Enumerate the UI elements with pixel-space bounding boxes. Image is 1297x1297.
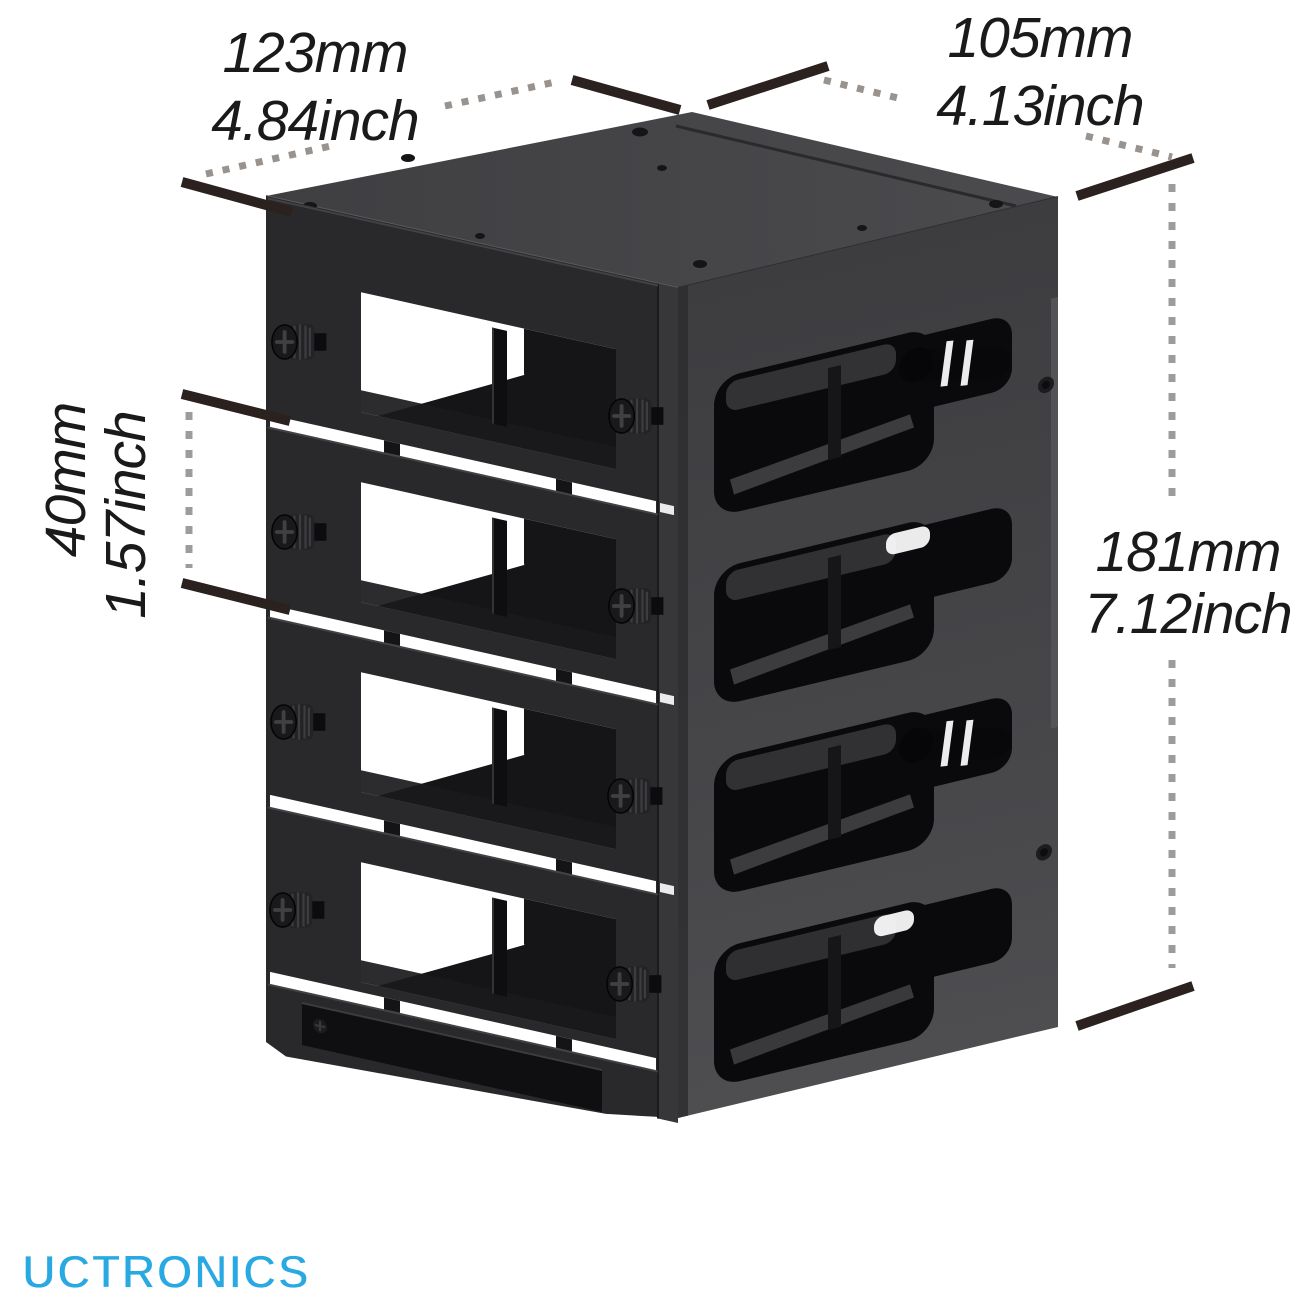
height-inch-label: 7.12inch (1084, 582, 1292, 646)
band-fold-highlights (268, 197, 658, 1073)
standoff-post (492, 327, 507, 427)
dim-tick (1075, 981, 1195, 1031)
dim-dash-line (444, 77, 561, 110)
dimension-pitch: 40mm 1.57inch (34, 389, 292, 619)
width-inch-label: 4.84inch (211, 89, 419, 153)
dimension-width: 123mm 4.84inch (180, 21, 682, 217)
dimension-height: 181mm 7.12inch (1075, 184, 1293, 1031)
right-cutout-row-2 (714, 508, 1012, 702)
dim-tick (180, 578, 292, 615)
width-mm-label: 123mm (222, 21, 407, 85)
tray-slot-3 (361, 672, 616, 850)
dim-tick (570, 75, 682, 115)
depth-inch-label: 4.13inch (936, 74, 1144, 138)
dim-dash-line (205, 141, 336, 178)
side-screw-hole-center (1042, 380, 1050, 389)
through-hole-highlight (886, 526, 930, 555)
standoff-post (492, 517, 507, 617)
dim-tick (180, 177, 294, 217)
standoff-post (492, 707, 507, 807)
rear-edge-highlight (1051, 296, 1058, 729)
rack-render (265, 112, 1059, 1124)
base-recess-panel (302, 1003, 602, 1113)
rack-right-face (678, 196, 1058, 1118)
pitch-inch-label: 1.57inch (94, 411, 158, 619)
dim-tick (1075, 153, 1195, 201)
base-tray (302, 1002, 602, 1113)
dim-tick (706, 61, 830, 110)
dimension-depth: 105mm 4.13inch (706, 6, 1195, 201)
dim-dash-line (1085, 132, 1173, 161)
height-mm-label: 181mm (1095, 520, 1280, 584)
top-front-left-edge (265, 195, 679, 289)
right-cutout-row-1 (714, 318, 1012, 512)
tray-slot-1 (361, 292, 616, 470)
tray-slot-4 (361, 862, 616, 1040)
logo-text-inline-stroke: UCTRONICS (22, 1245, 310, 1297)
side-screw-hole-center (1040, 848, 1048, 857)
bracket-handle (899, 339, 1011, 387)
top-face-seam (675, 124, 1017, 208)
front-corner-shade (678, 285, 688, 1118)
standoff-post (492, 897, 507, 997)
right-cutout-row-4 (714, 888, 1012, 1082)
dim-tick (180, 389, 292, 426)
pitch-mm-label: 40mm (34, 403, 98, 557)
right-cutout-row-3 (714, 698, 1012, 892)
brand-logo: UCTRONICS UCTRONICS (21, 1244, 310, 1297)
tray-slot-2 (361, 482, 616, 660)
depth-mm-label: 105mm (947, 6, 1132, 70)
tray-gaps (270, 414, 674, 1071)
dim-dash-line (823, 76, 907, 104)
rack-left-face (266, 196, 678, 1124)
logo-text: UCTRONICS (22, 1245, 310, 1297)
through-hole-highlight (874, 910, 914, 937)
bracket-handle (899, 719, 1011, 767)
